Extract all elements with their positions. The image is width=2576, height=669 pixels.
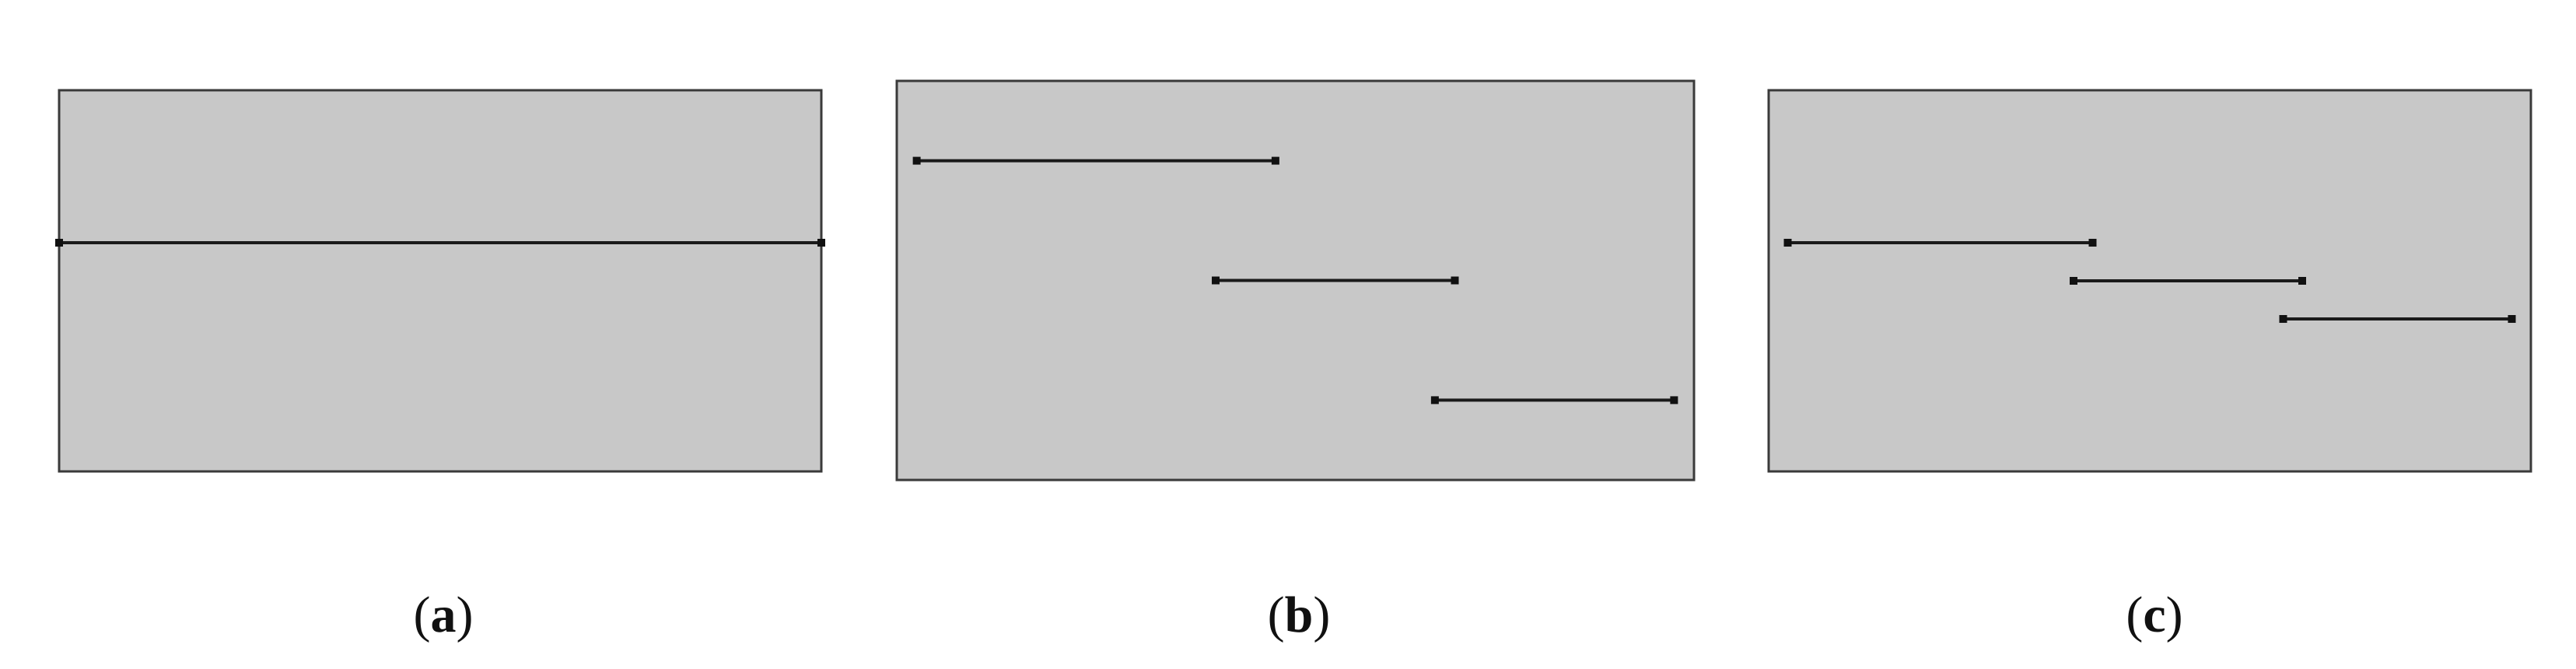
panel-b-crack-1-end-tip (1271, 156, 1279, 165)
caption-open-paren: ( (1267, 587, 1285, 643)
panel-b-crack-3-start-tip (1430, 396, 1439, 405)
caption-letter-b: b (1284, 587, 1314, 643)
caption-open-paren: ( (413, 587, 431, 643)
panel-b-crack-3-end-tip (1670, 396, 1678, 405)
panel-caption-c: (c) (2077, 590, 2232, 641)
panels-layer (55, 79, 2532, 482)
panel-caption-a: (a) (366, 590, 521, 641)
panel-a (55, 89, 825, 473)
caption-close-paren: ) (456, 587, 474, 643)
caption-close-paren: ) (2165, 587, 2183, 643)
panel-b-crack-1-start-tip (912, 156, 921, 165)
caption-letter-a: a (430, 587, 457, 643)
caption-close-paren: ) (1313, 587, 1331, 643)
panel-c-crack-3-start-tip (2279, 315, 2287, 323)
panel-b (895, 79, 1696, 482)
panel-c-crack-2-end-tip (2298, 277, 2306, 285)
caption-letter-c: c (2143, 587, 2166, 643)
panel-c-crack-1-start-tip (1783, 239, 1792, 247)
panel-c-crack-2-start-tip (2070, 277, 2077, 285)
panel-b-crack-2-start-tip (1212, 276, 1220, 285)
panel-a-plate (58, 89, 823, 473)
caption-open-paren: ( (2126, 587, 2144, 643)
panel-c-crack-1-end-tip (2088, 239, 2097, 247)
panel-b-crack-2-end-tip (1451, 276, 1459, 285)
panel-c-crack-3-end-tip (2508, 315, 2516, 323)
panel-c (1767, 89, 2532, 473)
panel-a-crack-1-end-tip (817, 239, 825, 247)
panel-caption-b: (b) (1221, 590, 1377, 641)
panel-a-crack-1-start-tip (55, 239, 63, 247)
